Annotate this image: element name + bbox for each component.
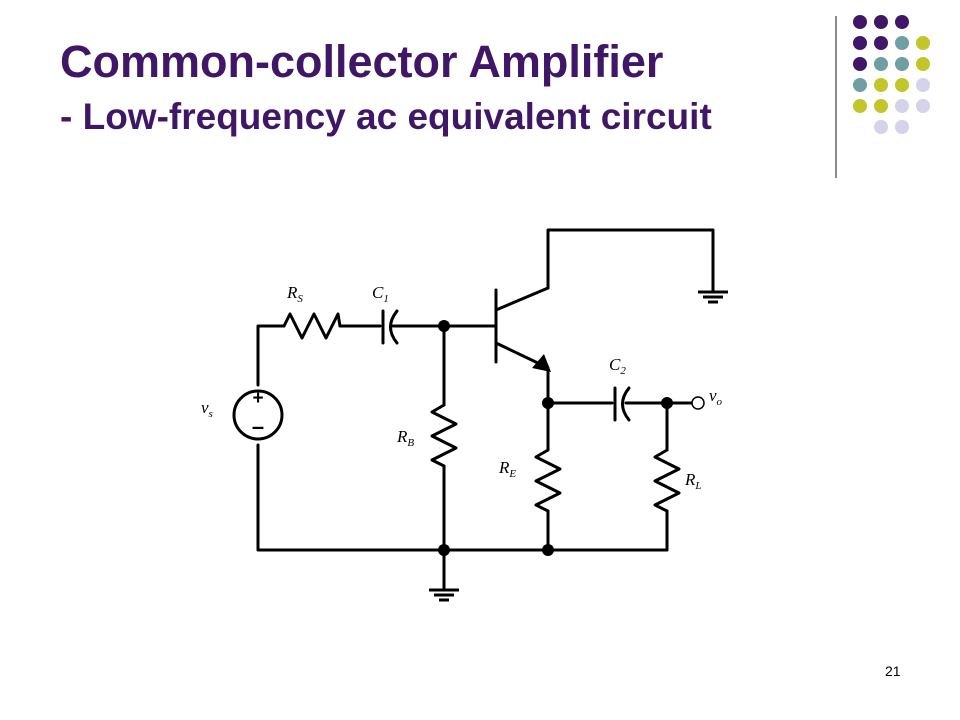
label-re: RE [498,458,516,480]
slide-subtitle: - Low-frequency ac equivalent circuit [60,96,712,137]
junction-dot [661,397,673,409]
transistor-emitter-leg [494,341,542,366]
source-minus-sign: – [252,414,264,439]
junction-dot [542,544,554,556]
resistor-rb [430,403,458,468]
decorative-dot [874,78,888,92]
title-divider [835,16,837,178]
wire-source-top [256,324,286,387]
decorative-dot [853,36,867,50]
ground-base-icon [429,588,459,602]
transistor-collector-leg [494,286,550,312]
decorative-dot [874,15,888,29]
capacitor-c1-plate-curved [389,309,399,345]
resistor-re [534,448,562,513]
output-terminal [691,396,705,410]
transistor-emitter-arrow [532,354,551,372]
decorative-dot [916,57,930,71]
label-rb: RB [396,427,414,449]
label-rl: RL [684,470,702,492]
decorative-dot [895,78,909,92]
ground-collector-icon [698,290,728,304]
decorative-dot [916,36,930,50]
label-vs: vs [201,398,213,420]
source-plus-sign: + [252,388,263,409]
decorative-dot [874,57,888,71]
page-number: 21 [885,663,901,679]
junction-dot [542,397,554,409]
junction-dot [438,320,450,332]
decorative-dot [874,120,888,134]
decorative-dot [916,78,930,92]
slide-title: Common-collector Amplifier [60,36,664,87]
decorative-dot [895,15,909,29]
label-c1: C1 [372,283,389,305]
resistor-rs [282,312,342,340]
decorative-dot [874,99,888,113]
decorative-dot [895,99,909,113]
capacitor-c2-plate-curved [621,386,631,422]
decorative-dot [916,99,930,113]
decorative-dot [874,36,888,50]
decorative-dot [895,36,909,50]
decorative-dot [853,78,867,92]
label-vo: vo [709,386,723,408]
decorative-dot [895,57,909,71]
voltage-source-icon [232,389,284,441]
transistor-collector-wire [546,228,715,294]
decorative-dot [853,57,867,71]
junction-dot [438,544,450,556]
wire-source-bottom [256,443,669,552]
label-rs: RS [286,283,303,305]
decorative-dot [853,99,867,113]
decorative-dot [895,120,909,134]
resistor-rl [653,448,681,513]
decorative-dot [853,15,867,29]
label-c2: C2 [609,355,626,377]
